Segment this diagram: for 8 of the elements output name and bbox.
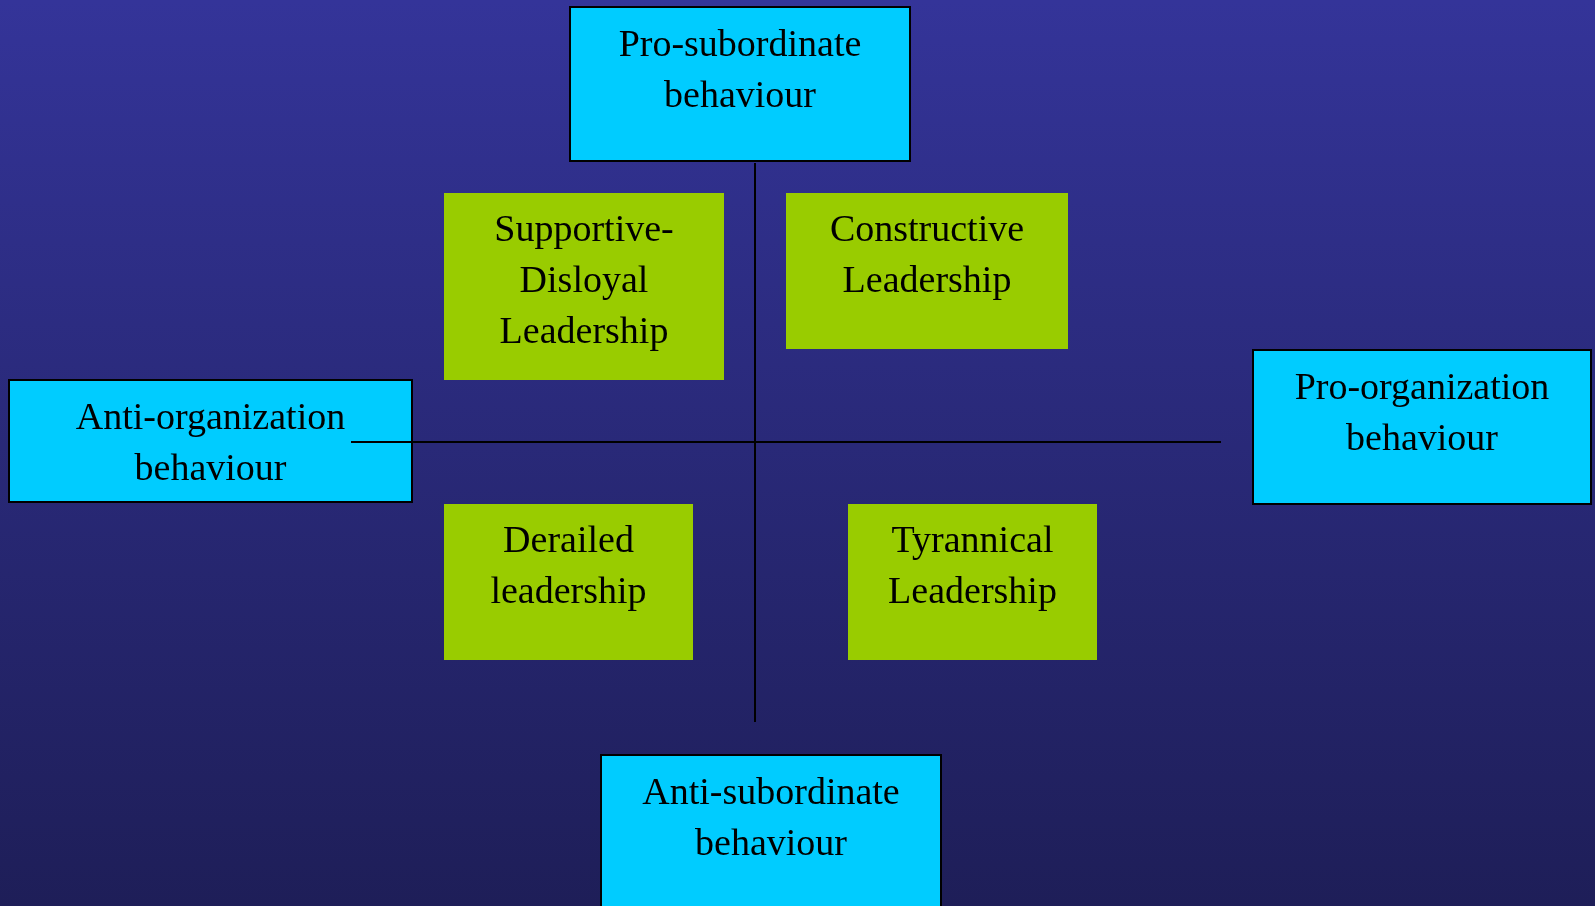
quadrant-box: Supportive-Disloyal Leadership [444,193,724,380]
pole-box: Pro-organization behaviour [1252,349,1592,505]
quadrant-box: Constructive Leadership [786,193,1068,349]
pole-box: Pro-subordinate behaviour [569,6,911,162]
quadrant-box: Derailed leadership [444,504,693,660]
pole-box: Anti-subordinate behaviour [600,754,942,906]
pole-box: Anti-organization behaviour [8,379,413,503]
quadrant-box: Tyrannical Leadership [848,504,1097,660]
